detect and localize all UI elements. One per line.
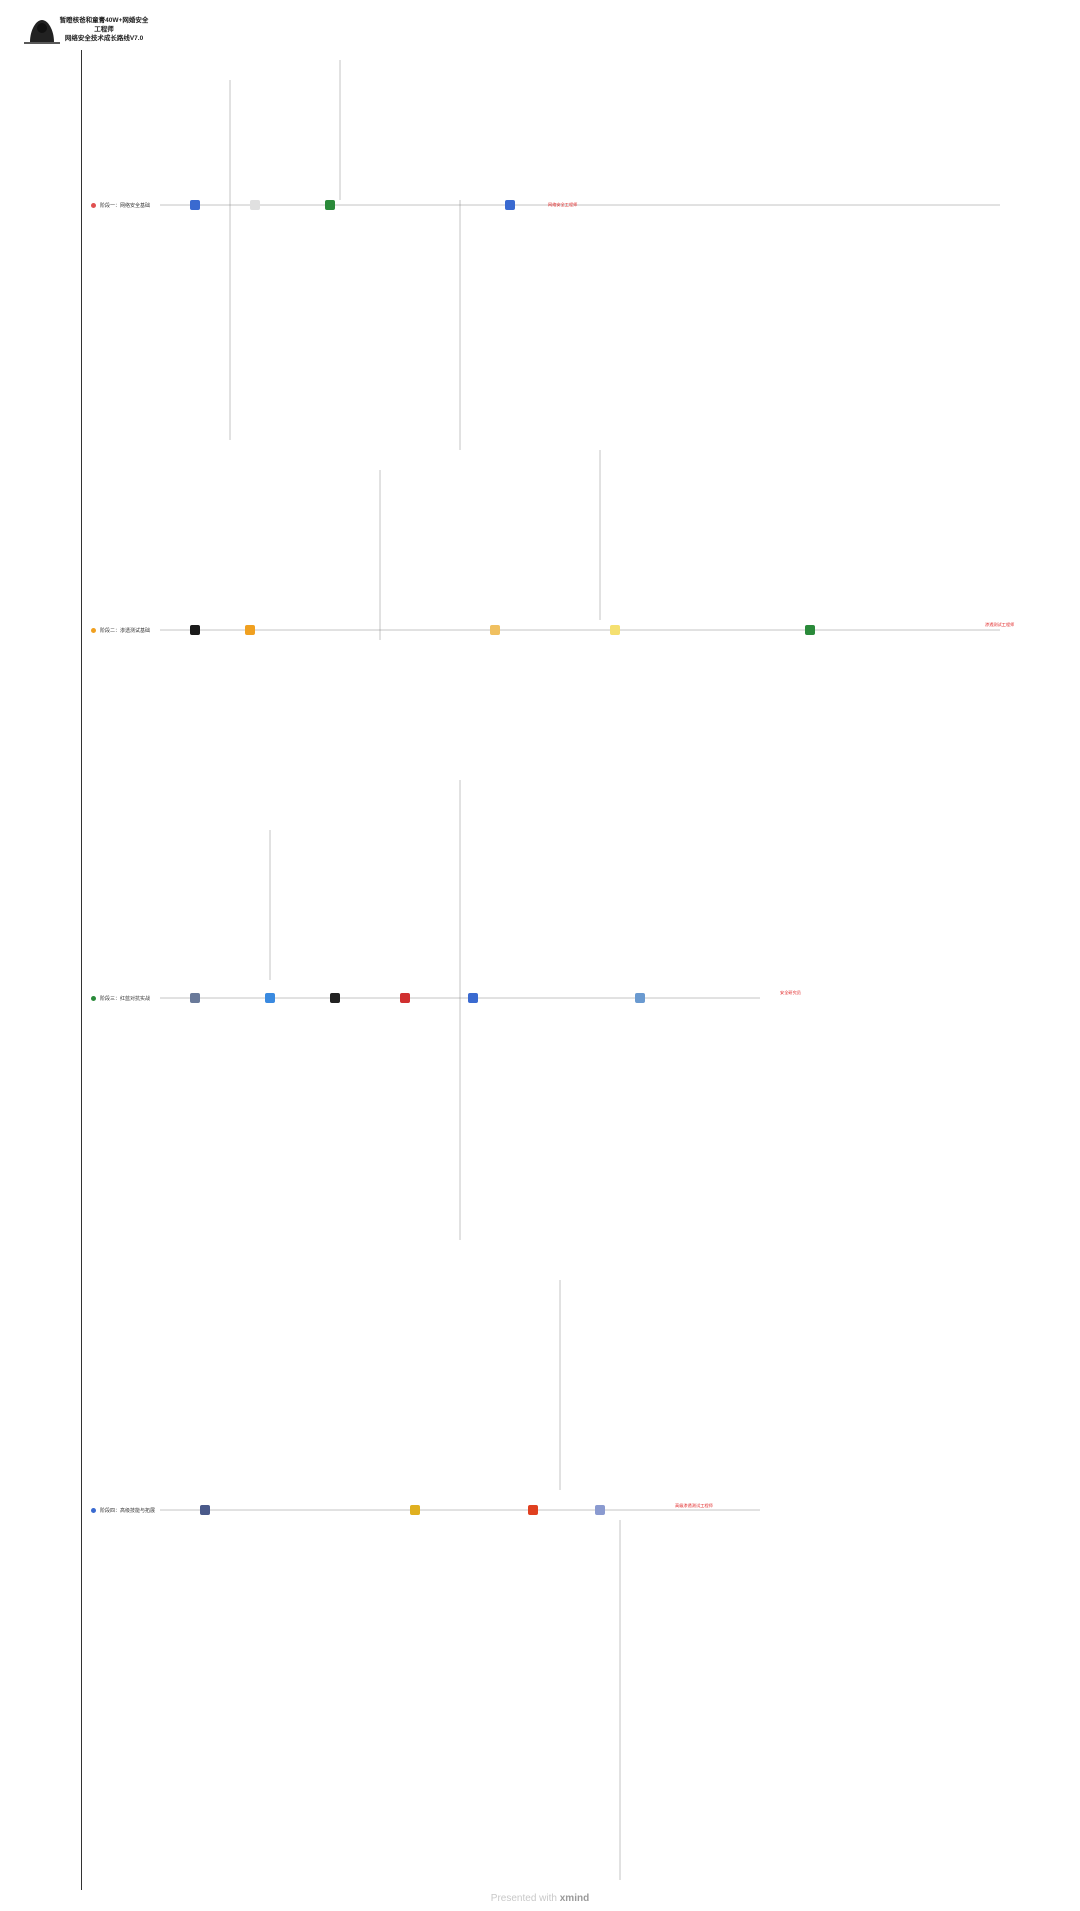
map-title: 暂瞪核爸和童膏40W+网婚安全 工程师 网络安全技术成长路线V7.0 — [54, 16, 154, 43]
highlight-node-2: 渗透测试工程师 — [985, 622, 1015, 627]
highlight-node-1: 网络安全工程师 — [548, 202, 578, 207]
branch-icon — [190, 200, 200, 210]
branch-icon — [250, 200, 260, 210]
stage-3-label: 阶段三：红蓝对抗实战 — [100, 996, 151, 1002]
stage-3-dot — [91, 996, 96, 1001]
footer-credit: Presented with xmind — [0, 1893, 1080, 1904]
branch-icon — [528, 1505, 538, 1515]
stage-4-label: 阶段四：高级技能与拓展 — [100, 1508, 156, 1514]
branch-icon — [610, 625, 620, 635]
branch-icon — [325, 200, 335, 210]
highlight-node-4: 高级渗透测试工程师 — [675, 1503, 713, 1508]
branch-icon — [245, 625, 255, 635]
branch-icon — [190, 625, 200, 635]
hacker-logo-icon — [22, 14, 62, 44]
title-line-2: 工程师 — [94, 26, 114, 33]
title-line-1: 暂瞪核爸和童膏40W+网婚安全 — [59, 17, 149, 24]
branch-icon — [265, 993, 275, 1003]
branch-icon — [200, 1505, 210, 1515]
stage-2-dot — [91, 628, 96, 633]
title-line-3: 网络安全技术成长路线V7.0 — [64, 35, 144, 42]
stage-2-label: 阶段二：渗透测试基础 — [100, 628, 151, 634]
branch-icon — [505, 200, 515, 210]
branch-icon — [400, 993, 410, 1003]
branch-icon — [190, 993, 200, 1003]
presented-with-text: Presented with — [490, 1893, 557, 1904]
main-spine — [81, 50, 82, 1890]
branch-icon — [635, 993, 645, 1003]
highlight-node-3: 安全研究员 — [780, 990, 801, 995]
branch-icon — [490, 625, 500, 635]
stage-4-dot — [91, 1508, 96, 1513]
branch-icon — [410, 1505, 420, 1515]
stage-1-label: 阶段一：网络安全基础 — [100, 203, 151, 209]
branch-icon — [595, 1505, 605, 1515]
branch-icon — [330, 993, 340, 1003]
stage-1-dot — [91, 203, 96, 208]
branch-icon — [468, 993, 478, 1003]
branch-icon — [805, 625, 815, 635]
xmind-brand: xmind — [559, 1893, 590, 1904]
